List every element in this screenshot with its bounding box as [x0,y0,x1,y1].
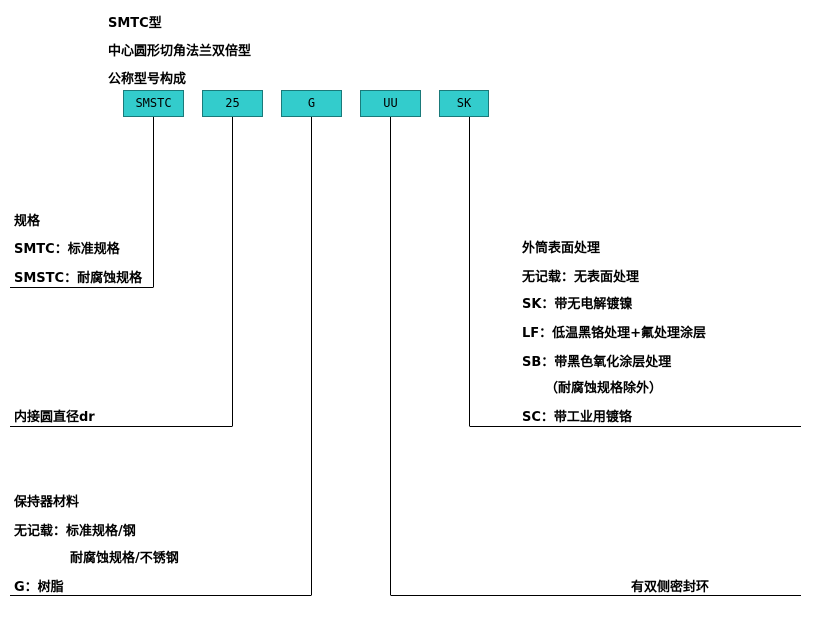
surface-title: 外筒表面处理 [522,241,601,256]
diameter-label: 内接圆直径dr [14,410,95,425]
code-box-spec: SMSTC [123,90,184,117]
spec-item-corrosion: SMSTC：耐腐蚀规格 [14,271,143,286]
surface-item-none: 无记载：无表面处理 [522,270,640,285]
code-box-surface: SK [439,90,489,117]
surface-item-sk: SK：带无电解镀镍 [522,297,633,312]
surface-item-sc: SC：带工业用镀铬 [522,410,632,425]
code-box-seal: UU [360,90,421,117]
retainer-item-stainless: 耐腐蚀规格/不锈钢 [70,551,179,566]
model-type-title: SMTC型 [108,16,162,31]
spec-item-standard: SMTC：标准规格 [14,242,120,257]
spec-title: 规格 [14,214,41,229]
surface-item-sb: SB：带黑色氧化涂层处理 [522,355,672,370]
retainer-title: 保持器材料 [14,495,80,510]
retainer-item-standard: 无记载：标准规格/钢 [14,524,136,539]
model-description: 中心圆形切角法兰双倍型 [108,44,252,59]
surface-item-lf: LF：低温黑铬处理+氟处理涂层 [522,326,707,341]
code-box-diameter: 25 [202,90,263,117]
model-composition-heading: 公称型号构成 [108,72,187,87]
code-box-retainer: G [281,90,342,117]
retainer-item-resin: G：树脂 [14,580,64,595]
surface-item-sb-note: （耐腐蚀规格除外） [545,381,663,396]
seal-label: 有双侧密封环 [631,580,710,595]
